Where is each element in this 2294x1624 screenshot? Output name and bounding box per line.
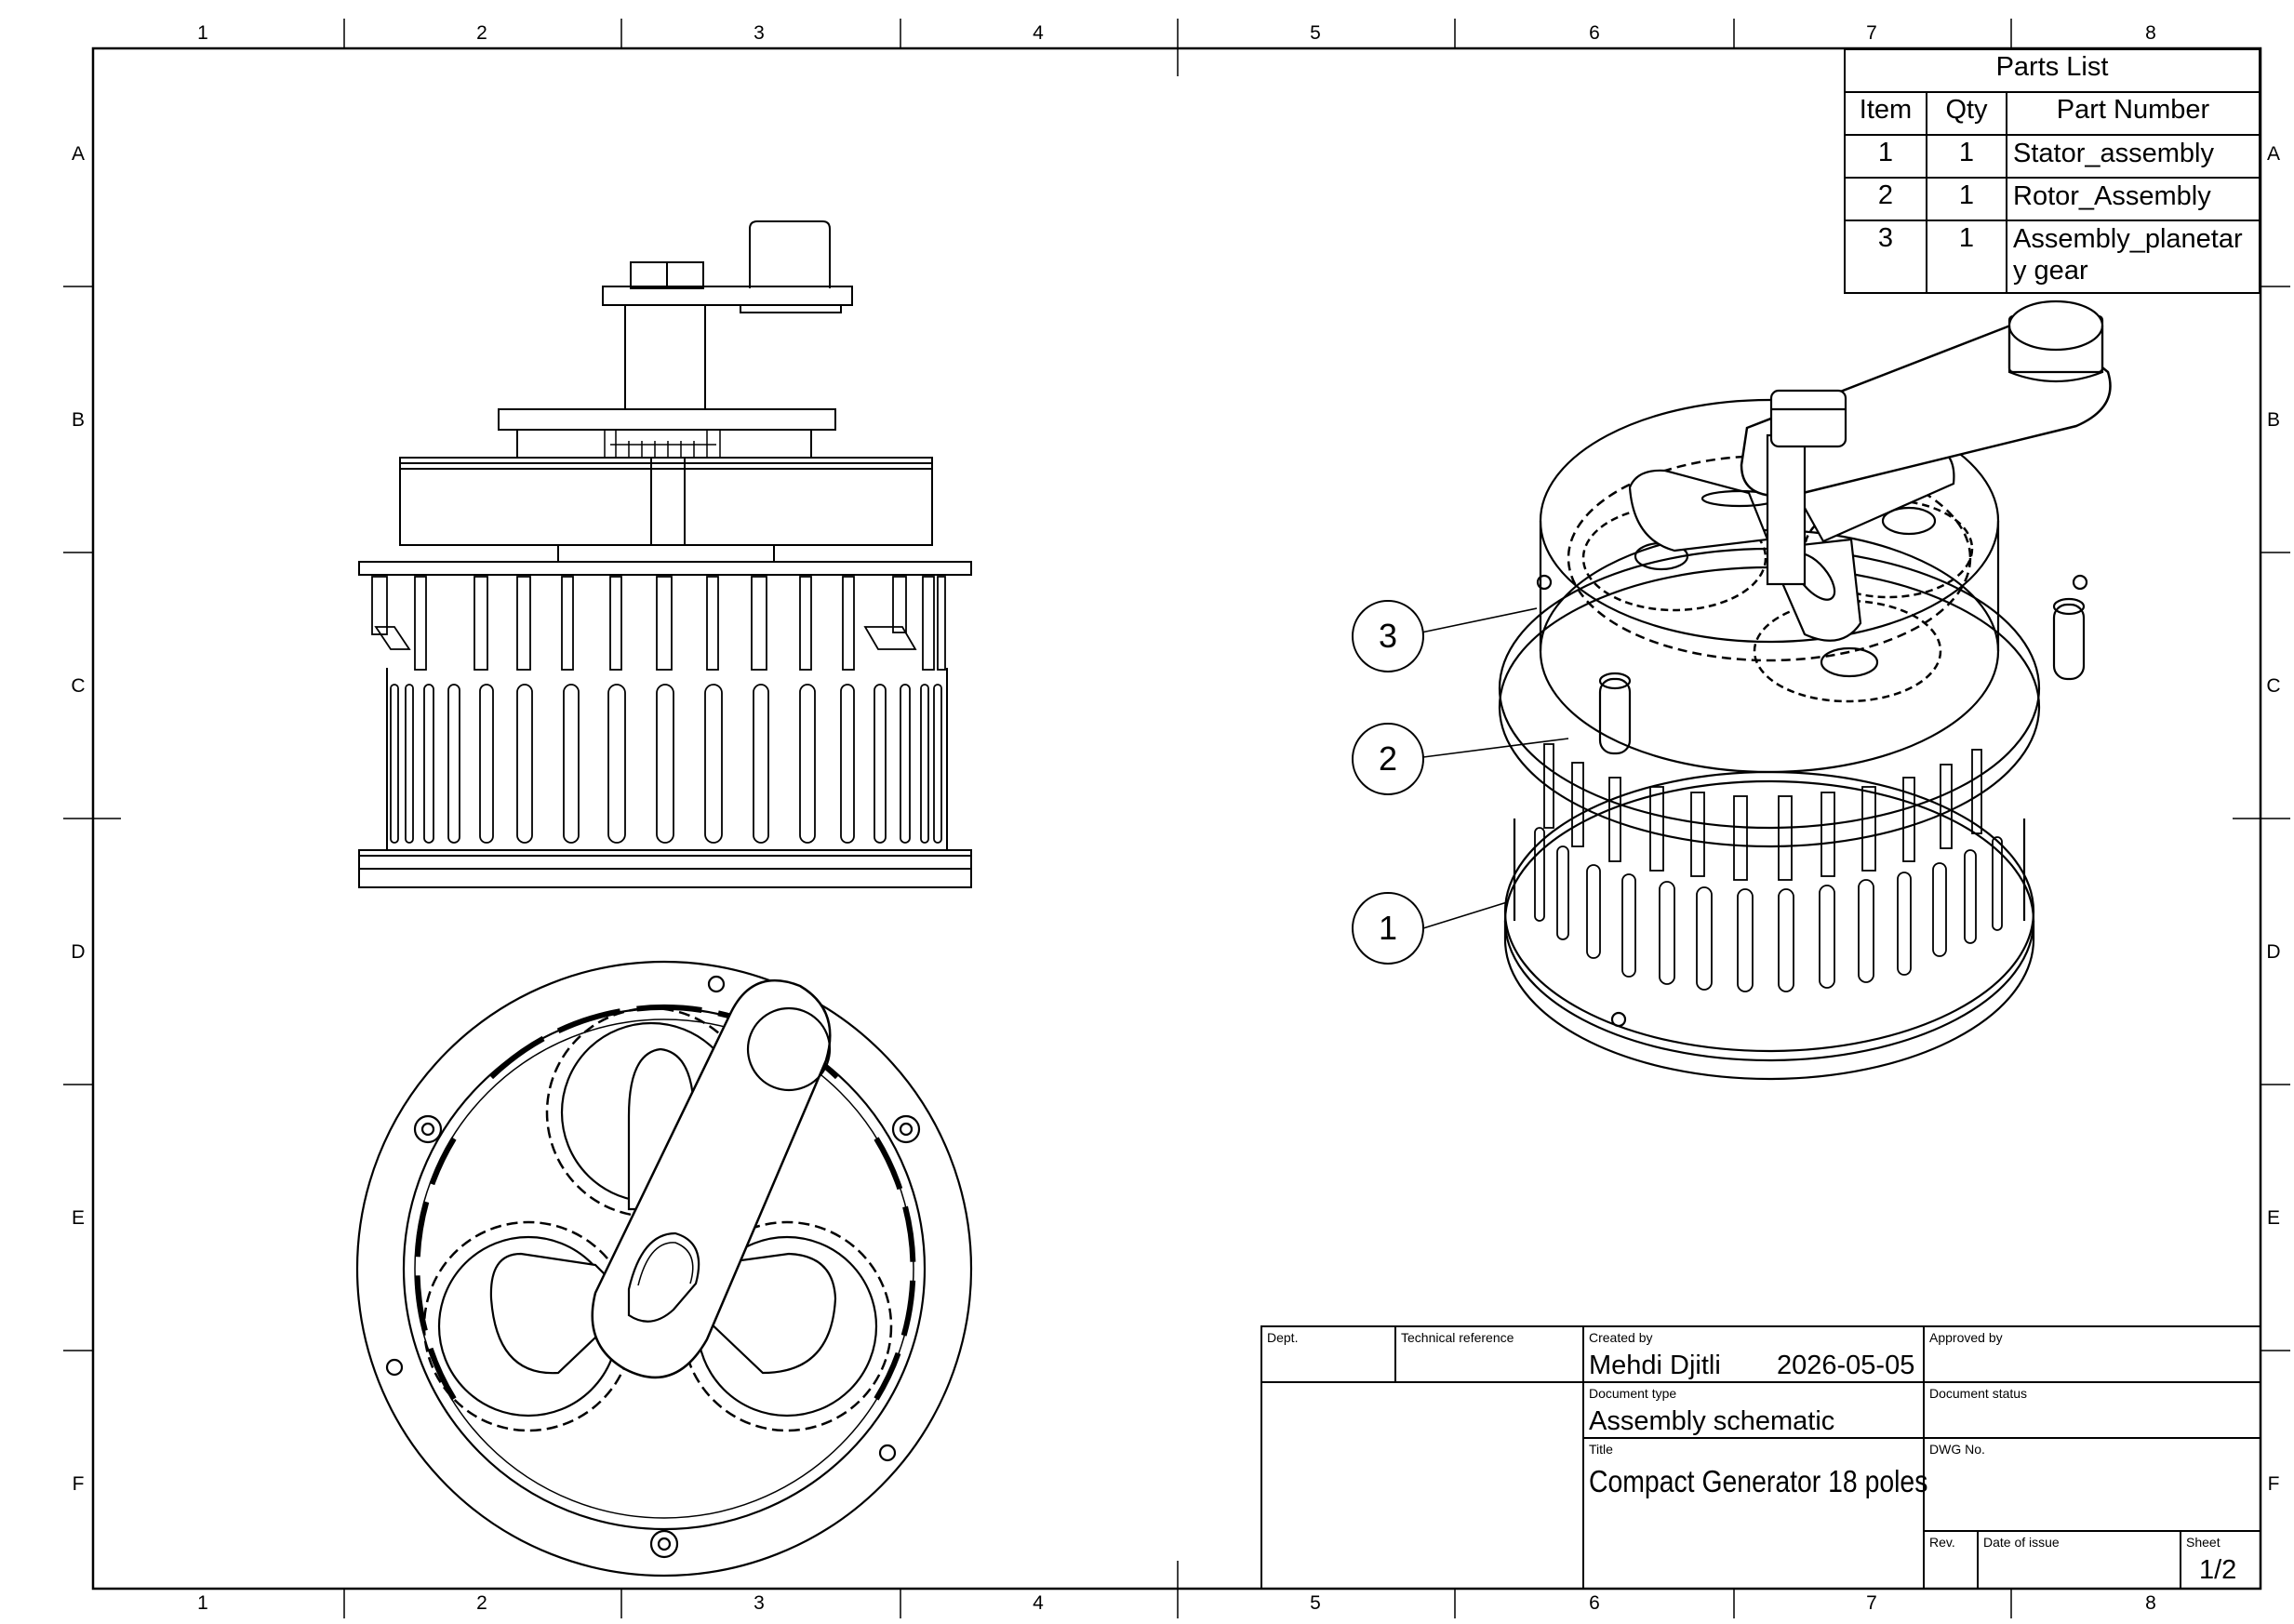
item-cell: 2 (1844, 177, 1927, 221)
zone-row-e-right: E (2266, 1207, 2280, 1229)
svg-text:3: 3 (1379, 617, 1397, 655)
zone-col-5-bottom: 5 (1310, 1592, 1321, 1614)
balloon-2: 2 (1352, 723, 1424, 795)
qty-cell: 1 (1926, 134, 2007, 179)
document-type-label: Document type (1589, 1386, 1677, 1401)
dwg-no-label: DWG No. (1929, 1442, 1985, 1457)
zone-col-7-bottom: 7 (1866, 1592, 1877, 1614)
front-view (358, 220, 972, 888)
document-type-value: Assembly schematic (1589, 1406, 1835, 1436)
parts-list-title: Parts List (1844, 48, 2261, 93)
qty-cell: 1 (1926, 220, 2007, 294)
sheet-number: 1/2 (2199, 1555, 2237, 1585)
zone-col-2: 2 (476, 22, 487, 44)
sheet-label: Sheet (2186, 1535, 2221, 1550)
zone-row-c: C (71, 675, 86, 697)
zone-row-a-right: A (2266, 143, 2280, 165)
balloon-3: 3 (1352, 600, 1424, 672)
zone-row-f: F (72, 1473, 85, 1495)
zone-col-8: 8 (2145, 22, 2156, 44)
zone-row-c-right: C (2266, 675, 2281, 697)
drawing-title: Compact Generator 18 poles (1589, 1464, 1928, 1498)
zone-col-6-bottom: 6 (1589, 1592, 1600, 1614)
zone-col-7: 7 (1866, 22, 1877, 44)
zone-row-d: D (71, 941, 86, 963)
table-row: 2 1 Rotor_Assembly (1844, 177, 2261, 221)
table-row: 3 1 Assembly_planetary gear (1844, 220, 2261, 294)
approved-by-label: Approved by (1929, 1330, 2003, 1345)
zone-row-b: B (71, 409, 85, 431)
zone-col-3-bottom: 3 (754, 1592, 765, 1614)
svg-text:2: 2 (1379, 739, 1397, 778)
zone-col-5: 5 (1310, 22, 1321, 44)
document-status-label: Document status (1929, 1386, 2028, 1401)
zone-row-b-right: B (2266, 409, 2280, 431)
title-label: Title (1589, 1442, 1613, 1457)
col-header-item: Item (1844, 91, 1927, 136)
isometric-view (1420, 300, 2112, 1081)
zone-row-e: E (71, 1207, 85, 1229)
zone-col-2-bottom: 2 (476, 1592, 487, 1614)
zone-col-3: 3 (754, 22, 765, 44)
zone-col-1-bottom: 1 (197, 1592, 208, 1614)
svg-text:1: 1 (1379, 909, 1397, 947)
table-row: 1 1 Stator_assembly (1844, 134, 2261, 179)
zone-col-8-bottom: 8 (2145, 1592, 2156, 1614)
part-number-cell: Rotor_Assembly (2006, 177, 2261, 221)
date-of-issue-label: Date of issue (1983, 1535, 2060, 1550)
zone-ticks (63, 19, 2290, 1618)
item-cell: 1 (1844, 134, 1927, 179)
qty-cell: 1 (1926, 177, 2007, 221)
zone-col-6: 6 (1589, 22, 1600, 44)
zone-row-f-right: F (2267, 1473, 2280, 1495)
balloon-1: 1 (1352, 892, 1424, 965)
part-number-cell: Assembly_planetary gear (2006, 220, 2261, 294)
created-by-label: Created by (1589, 1330, 1653, 1345)
zone-col-1: 1 (197, 22, 208, 44)
zone-row-d-right: D (2266, 941, 2281, 963)
col-header-qty: Qty (1926, 91, 2007, 136)
created-date-value: 2026-05-05 (1777, 1351, 1915, 1380)
technical-reference-label: Technical reference (1401, 1330, 1514, 1345)
parts-list-table: Parts List Item Qty Part Number 1 1 Stat… (1844, 48, 2261, 294)
title-block-grid (1260, 1325, 2261, 1590)
zone-col-4: 4 (1033, 22, 1044, 44)
rev-label: Rev. (1929, 1535, 1955, 1550)
zone-col-4-bottom: 4 (1033, 1592, 1044, 1614)
zone-row-a: A (71, 143, 85, 165)
created-by-value: Mehdi Djitli (1589, 1351, 1721, 1380)
dept-label: Dept. (1267, 1330, 1299, 1345)
col-header-part-number: Part Number (2006, 91, 2261, 136)
top-view (355, 960, 973, 1577)
part-number-cell: Stator_assembly (2006, 134, 2261, 179)
item-cell: 3 (1844, 220, 1927, 294)
